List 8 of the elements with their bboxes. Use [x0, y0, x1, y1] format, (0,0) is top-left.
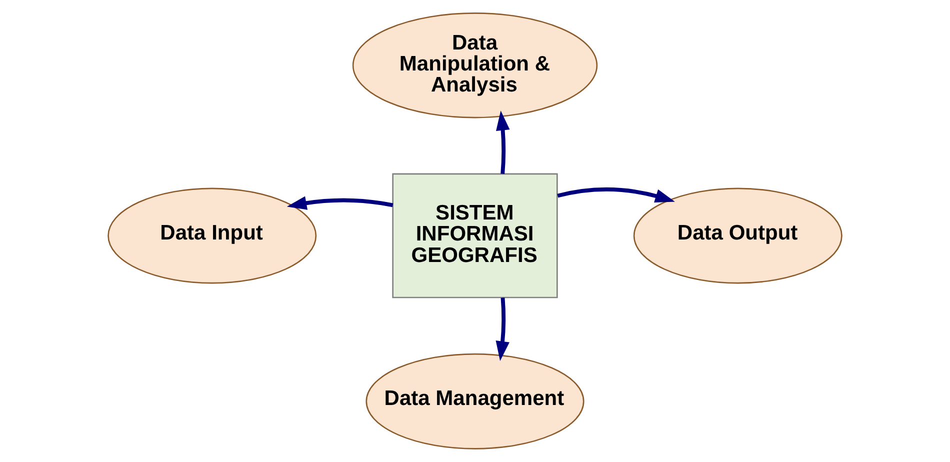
node-box: SISTEM INFORMASI GEOGRAFIS — [392, 173, 558, 298]
arrow — [557, 187, 675, 203]
node-ellipse: Data Management — [366, 353, 584, 450]
arrow — [496, 110, 510, 174]
node-ellipse: Data Manipulation & Analysis — [352, 12, 598, 118]
node-ellipse: Data Input — [108, 188, 317, 284]
arrow — [286, 196, 394, 210]
arrow — [496, 298, 510, 361]
